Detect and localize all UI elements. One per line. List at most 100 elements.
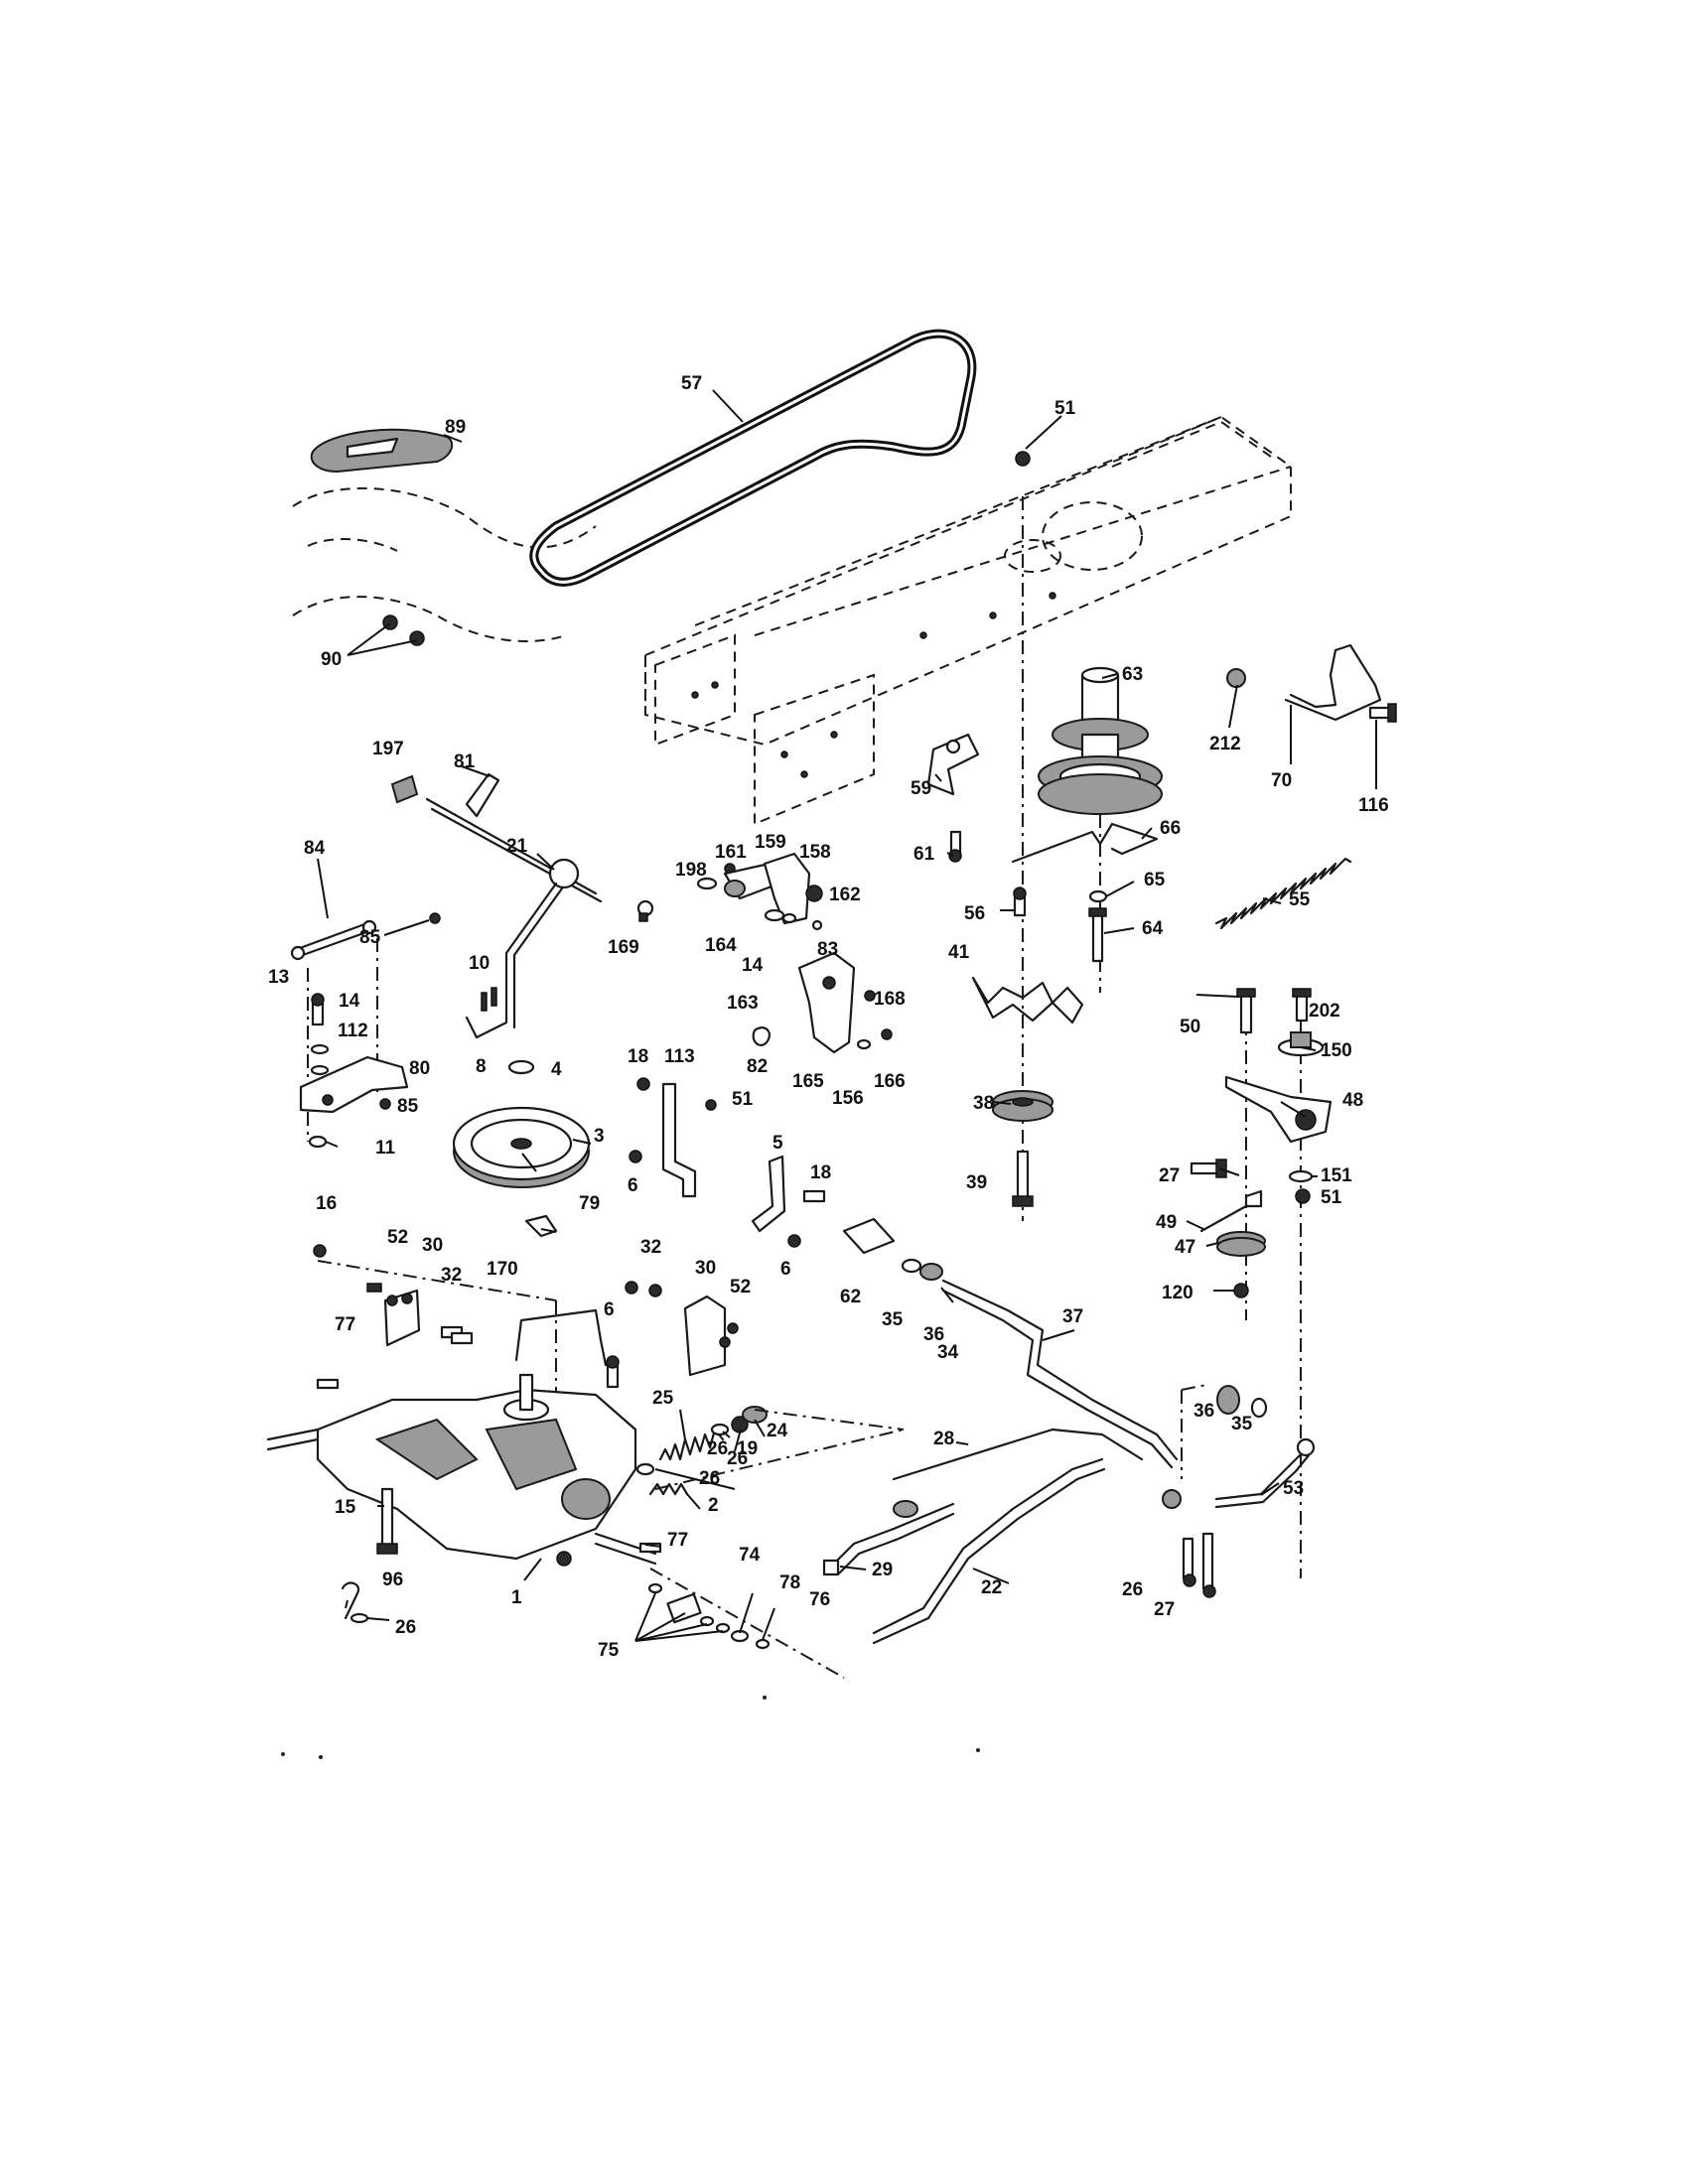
callout-41: 41 [948, 942, 970, 963]
callout-39: 39 [966, 1172, 987, 1193]
part-85-clip-b [379, 1098, 391, 1110]
callout-16: 16 [316, 1193, 337, 1214]
callout-11: 11 [375, 1138, 396, 1159]
part-82-clip [752, 1026, 771, 1046]
callout-37: 37 [1062, 1306, 1083, 1327]
part-165-bracket [797, 951, 856, 1054]
part-47-pulley [1216, 1231, 1266, 1257]
callout-52: 52 [387, 1227, 408, 1248]
part-2-spring [648, 1482, 689, 1496]
part-77-pin-b [638, 1542, 662, 1554]
part-74-spacer [666, 1592, 702, 1624]
callout-38: 38 [973, 1093, 994, 1114]
callout-165: 165 [792, 1071, 824, 1092]
callout-26: 26 [707, 1438, 728, 1459]
callout-96: 96 [382, 1570, 403, 1590]
callout-8: 8 [476, 1056, 487, 1077]
callout-10: 10 [469, 953, 490, 974]
part-11-washer [308, 1135, 328, 1149]
part-112-washer [310, 1064, 330, 1076]
callout-26: 26 [395, 1617, 416, 1638]
part-65-washer [1088, 889, 1108, 903]
callout-78: 78 [779, 1572, 800, 1593]
part-51-nut-right [1295, 1188, 1311, 1204]
part-56-bolt [1013, 887, 1027, 917]
callout-164: 164 [705, 935, 737, 956]
part-212-nut [1226, 668, 1246, 688]
callout-202: 202 [1309, 1001, 1340, 1022]
part-28-rod [892, 1428, 1144, 1481]
part-4-ring [507, 1059, 535, 1075]
part-120-nut [1233, 1283, 1249, 1298]
callout-26: 26 [699, 1468, 720, 1489]
callout-158: 158 [799, 842, 831, 863]
callout-156: 156 [832, 1088, 864, 1109]
callout-32: 32 [640, 1237, 661, 1258]
seat-pan-outline [292, 486, 597, 642]
part-21-knob [548, 858, 580, 889]
callout-2: 2 [708, 1495, 719, 1516]
callout-34: 34 [937, 1342, 959, 1363]
callout-30: 30 [695, 1258, 716, 1279]
part-85-clip-a [429, 912, 441, 924]
callout-1: 1 [511, 1587, 522, 1608]
part-64-bolt [1088, 907, 1107, 963]
part-6-bolt-a [629, 1150, 642, 1163]
callout-70: 70 [1271, 770, 1292, 791]
callout-163: 163 [727, 993, 759, 1014]
callout-15: 15 [335, 1497, 356, 1518]
callout-49: 49 [1156, 1212, 1177, 1233]
part-53-rod [1214, 1437, 1316, 1509]
part-52-32-bolts-a [366, 1283, 474, 1345]
part-51-nut-top [1015, 451, 1031, 467]
callout-6: 6 [604, 1299, 615, 1320]
callout-113: 113 [664, 1046, 695, 1067]
callout-79: 79 [579, 1193, 600, 1214]
callout-22: 22 [981, 1577, 1002, 1598]
part-26-washer-d [1162, 1489, 1182, 1509]
callout-198: 198 [675, 860, 707, 881]
callout-85: 85 [397, 1096, 419, 1117]
part-162-nut [805, 885, 823, 902]
callout-4: 4 [551, 1059, 562, 1080]
callout-116: 116 [1358, 795, 1389, 816]
part-96-pin [341, 1581, 360, 1620]
part-151-washer [1288, 1169, 1314, 1183]
part-150-pulley [1277, 1031, 1325, 1057]
part-164-14-washers [764, 908, 797, 924]
part-16-nut [313, 1244, 327, 1258]
part-198-washer [696, 877, 718, 890]
callout-62: 62 [840, 1287, 861, 1307]
part-158-bracket [763, 852, 811, 925]
part-113-bracket [661, 1082, 697, 1198]
callout-19: 19 [737, 1438, 758, 1459]
callout-35: 35 [1231, 1414, 1253, 1434]
callout-32: 32 [441, 1265, 462, 1286]
callout-84: 84 [304, 838, 326, 859]
callout-47: 47 [1175, 1237, 1195, 1258]
part-39-bolt [1012, 1150, 1034, 1207]
callout-56: 56 [964, 903, 985, 924]
callout-26: 26 [727, 1448, 748, 1469]
part-70-bracket [1284, 643, 1382, 722]
callout-76: 76 [809, 1589, 830, 1610]
callout-161: 161 [715, 842, 747, 863]
callout-52: 52 [730, 1277, 751, 1297]
leader-lines [317, 389, 1377, 1642]
callout-77: 77 [335, 1314, 355, 1335]
callout-6: 6 [780, 1259, 791, 1280]
part-18-bolt-b [802, 1189, 826, 1203]
part-80-bracket [299, 1055, 409, 1114]
callout-81: 81 [454, 751, 476, 772]
callout-53: 53 [1283, 1478, 1304, 1499]
part-59-bracket [926, 733, 980, 796]
part-6-bolt-b [787, 1234, 801, 1248]
part-55-spring [1214, 857, 1352, 930]
callout-77: 77 [667, 1530, 688, 1551]
callout-3: 3 [594, 1126, 605, 1147]
callout-151: 151 [1321, 1165, 1352, 1186]
callout-59: 59 [911, 778, 931, 799]
callout-14: 14 [742, 955, 764, 976]
callout-75: 75 [598, 1640, 620, 1661]
